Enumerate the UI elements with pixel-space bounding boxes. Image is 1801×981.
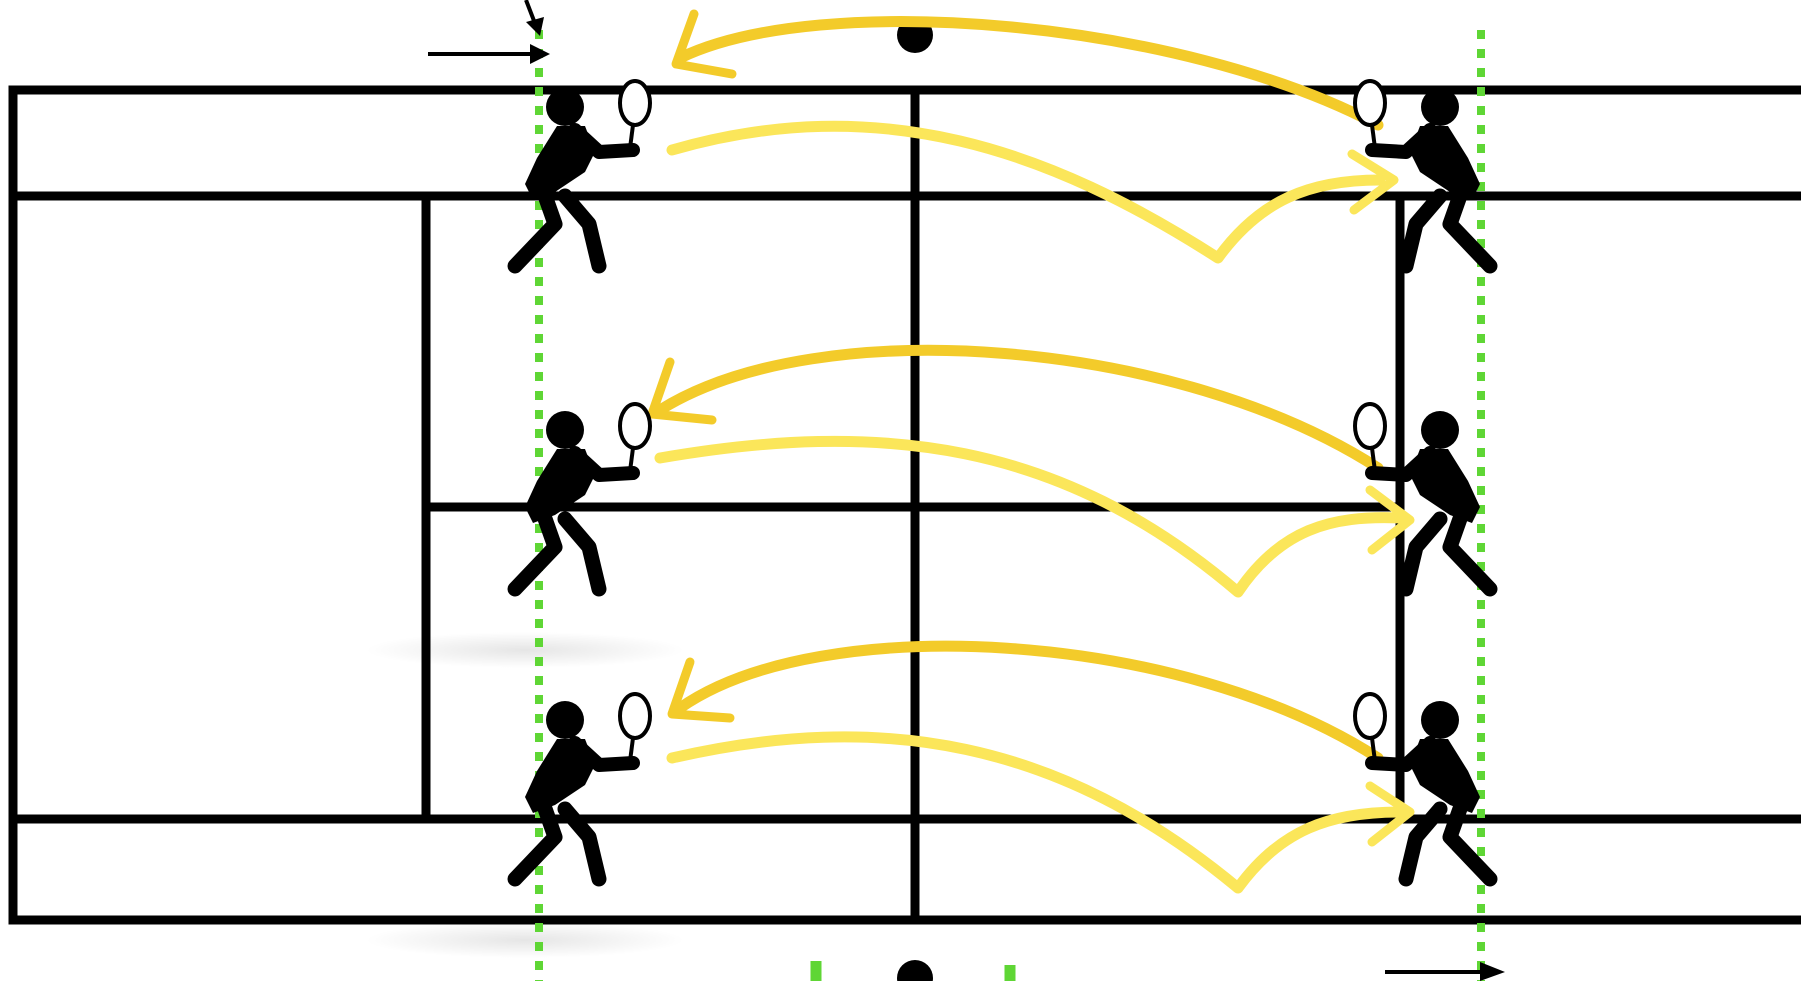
net-post-marker-bottom	[897, 960, 933, 981]
ball-paths	[652, 14, 1410, 888]
arrow-head	[1480, 962, 1505, 981]
curved-arrow	[660, 350, 1378, 468]
curved-arrow	[672, 737, 1400, 888]
shadow	[365, 632, 685, 668]
tennis-court	[13, 90, 1801, 920]
arrow-head	[530, 44, 550, 64]
curved-arrow	[660, 441, 1400, 592]
curved-arrow	[680, 22, 1378, 125]
shadow	[365, 922, 685, 958]
